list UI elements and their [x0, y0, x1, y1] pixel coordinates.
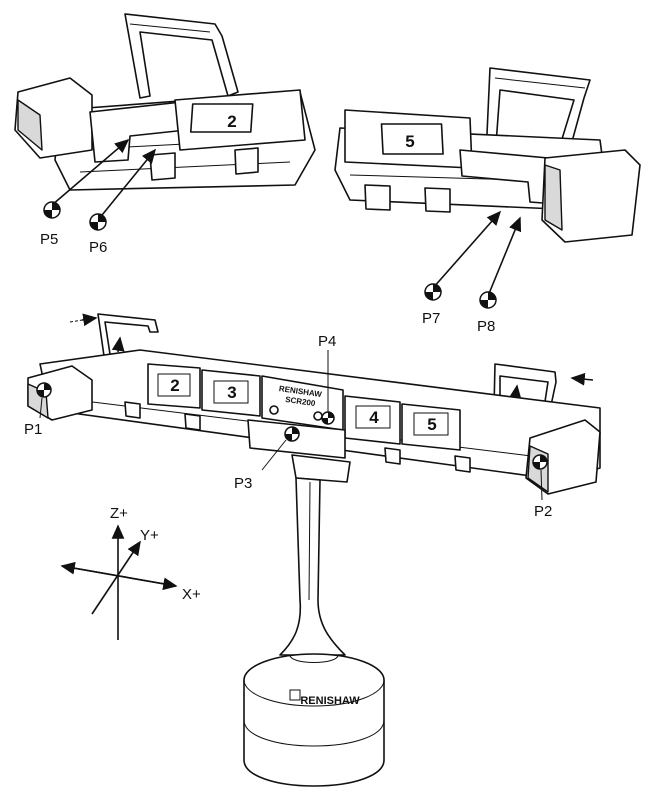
label-p1: P1	[24, 421, 42, 438]
stand-brand-logo: RENISHAW	[300, 695, 360, 707]
label-p4: P4	[318, 333, 336, 350]
probe-point-p5-icon	[43, 201, 61, 219]
port-number-detail-right: 5	[405, 132, 414, 151]
probe-point-p8-icon	[479, 291, 497, 309]
label-p5: P5	[40, 231, 58, 248]
label-p6: P6	[89, 239, 107, 256]
port-number-main-2: 3	[227, 383, 236, 402]
probe-point-p7-icon	[424, 283, 442, 301]
axis-label-x: X+	[182, 586, 201, 603]
mounting-stand	[243, 454, 385, 787]
probe-point-p3-icon	[284, 426, 300, 442]
rack-model-label: SCR200	[285, 395, 317, 408]
label-p8: P8	[477, 318, 495, 335]
label-p2: P2	[534, 503, 552, 520]
port-number-detail-left: 2	[227, 112, 236, 131]
port-number-main-1: 2	[170, 376, 179, 395]
label-p7: P7	[422, 310, 440, 327]
port-number-main-4: 5	[427, 415, 436, 434]
probe-point-p6-icon	[89, 213, 107, 231]
label-p3: P3	[234, 475, 252, 492]
port-number-main-3: 4	[369, 408, 379, 427]
probe-point-p2-icon	[532, 454, 548, 470]
main-rack	[27, 313, 601, 495]
detail-right-view	[334, 67, 641, 297]
detail-left-view	[14, 13, 316, 221]
probe-point-p4-icon	[321, 411, 335, 425]
axis-label-z: Z+	[110, 505, 128, 522]
axis-label-y: Y+	[140, 527, 159, 544]
coordinate-axes	[60, 524, 178, 640]
probe-point-p1-icon	[36, 382, 52, 398]
